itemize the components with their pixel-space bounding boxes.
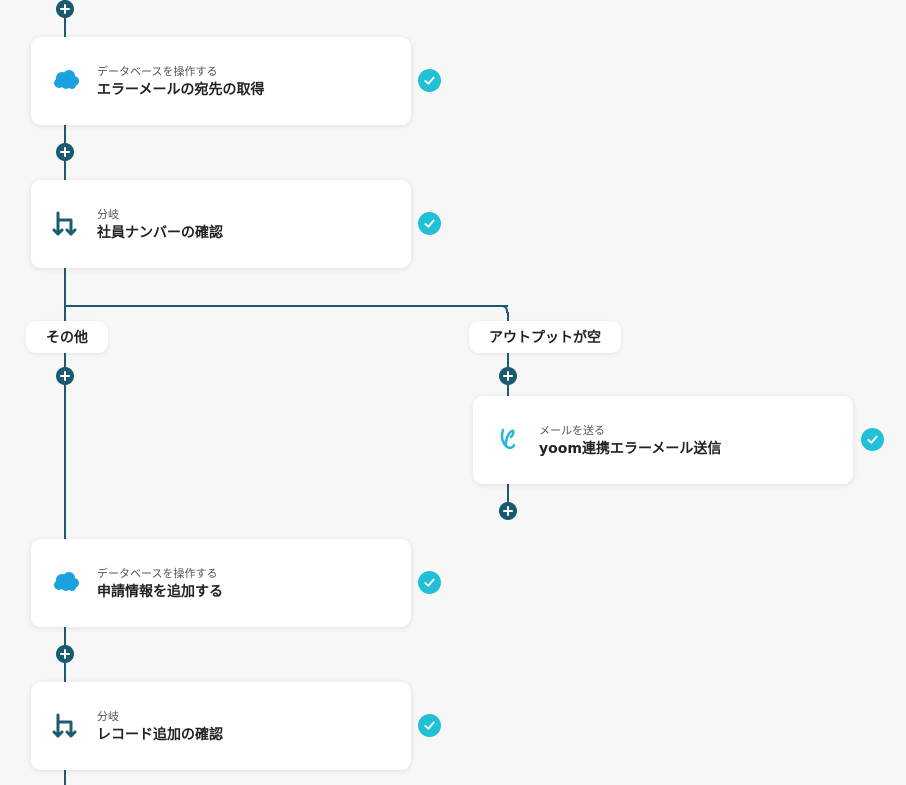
check-icon bbox=[418, 714, 441, 737]
step-title: 申請情報を追加する bbox=[97, 584, 223, 600]
branch-icon bbox=[52, 713, 77, 738]
plus-icon bbox=[60, 147, 70, 157]
plus-icon bbox=[60, 649, 70, 659]
step-card[interactable]: データベースを操作する エラーメールの宛先の取得 bbox=[31, 37, 411, 125]
add-step-button[interactable] bbox=[56, 367, 74, 385]
branch-label-output-empty[interactable]: アウトプットが空 bbox=[469, 321, 621, 353]
plus-icon bbox=[503, 506, 513, 516]
step-card[interactable]: メールを送る yoom連携エラーメール送信 bbox=[473, 396, 853, 484]
step-subtitle: メールを送る bbox=[539, 424, 605, 437]
connector-line bbox=[64, 0, 66, 785]
step-subtitle: データベースを操作する bbox=[97, 65, 218, 78]
branch-connector-corner bbox=[500, 305, 508, 313]
step-card[interactable]: データベースを操作する 申請情報を追加する bbox=[31, 539, 411, 627]
add-step-button[interactable] bbox=[499, 502, 517, 520]
step-title: エラーメールの宛先の取得 bbox=[97, 82, 265, 98]
plus-icon bbox=[503, 371, 513, 381]
salesforce-cloud-icon bbox=[54, 70, 79, 89]
branch-connector bbox=[64, 305, 508, 307]
add-step-button[interactable] bbox=[499, 367, 517, 385]
add-step-button[interactable] bbox=[56, 645, 74, 663]
check-icon bbox=[418, 212, 441, 235]
check-icon bbox=[418, 69, 441, 92]
step-subtitle: 分岐 bbox=[97, 208, 119, 221]
plus-icon bbox=[60, 4, 70, 14]
add-step-button[interactable] bbox=[56, 0, 74, 18]
step-subtitle: 分岐 bbox=[97, 710, 119, 723]
add-step-button[interactable] bbox=[56, 143, 74, 161]
step-subtitle: データベースを操作する bbox=[97, 567, 218, 580]
step-title: yoom連携エラーメール送信 bbox=[539, 441, 722, 457]
salesforce-cloud-icon bbox=[54, 572, 79, 591]
check-icon bbox=[861, 428, 884, 451]
mail-icon bbox=[500, 428, 516, 450]
step-title: レコード追加の確認 bbox=[97, 727, 223, 743]
step-card[interactable]: 分岐 レコード追加の確認 bbox=[31, 682, 411, 770]
step-title: 社員ナンバーの確認 bbox=[97, 225, 223, 241]
branch-label-other[interactable]: その他 bbox=[26, 321, 108, 353]
check-icon bbox=[418, 571, 441, 594]
plus-icon bbox=[60, 371, 70, 381]
branch-icon bbox=[52, 211, 77, 236]
step-card[interactable]: 分岐 社員ナンバーの確認 bbox=[31, 180, 411, 268]
